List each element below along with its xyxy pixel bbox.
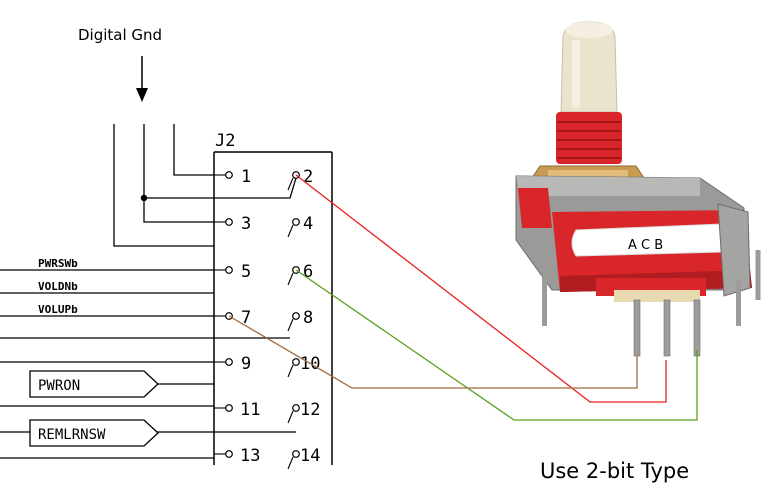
connector-name: J2	[215, 131, 235, 151]
pin-number: 5	[241, 262, 251, 282]
caption: Use 2-bit Type	[540, 459, 689, 483]
pin-number: 13	[240, 446, 260, 466]
port-label-remlrnsw: REMLRNSW	[38, 427, 106, 443]
signal-label-voldnb: VOLDNb	[38, 280, 78, 293]
pin-number: 2	[303, 167, 313, 187]
pin-number: 8	[303, 308, 313, 328]
rotary-encoder: A C B	[515, 21, 761, 357]
pin-number: 6	[303, 262, 313, 282]
pin-circles	[225, 171, 300, 458]
wire-green	[295, 269, 698, 421]
port-pwron: PWRON	[29, 370, 214, 398]
port-label-pwron: PWRON	[38, 378, 80, 394]
pin-number: 7	[241, 308, 251, 328]
ground-wires	[113, 124, 297, 247]
pin-number: 14	[300, 446, 320, 466]
encoder-marking: A C B	[628, 238, 663, 253]
port-remlrnsw: REMLRNSW	[29, 419, 159, 447]
pin-number: 4	[303, 214, 313, 234]
pin-number: 9	[241, 354, 251, 374]
pin-number: 11	[240, 400, 260, 420]
pin-number: 1	[241, 167, 251, 187]
down-arrow-icon	[136, 56, 148, 102]
signal-label-pwrswb: PWRSWb	[38, 257, 78, 270]
connector-j2	[213, 151, 333, 465]
wire-brown	[228, 315, 638, 389]
digital-gnd-label: Digital Gnd	[78, 26, 162, 44]
wire-red	[295, 174, 667, 403]
pin-number: 12	[300, 400, 320, 420]
signal-label-volupb: VOLUPb	[38, 303, 78, 316]
pin-number: 3	[241, 214, 251, 234]
